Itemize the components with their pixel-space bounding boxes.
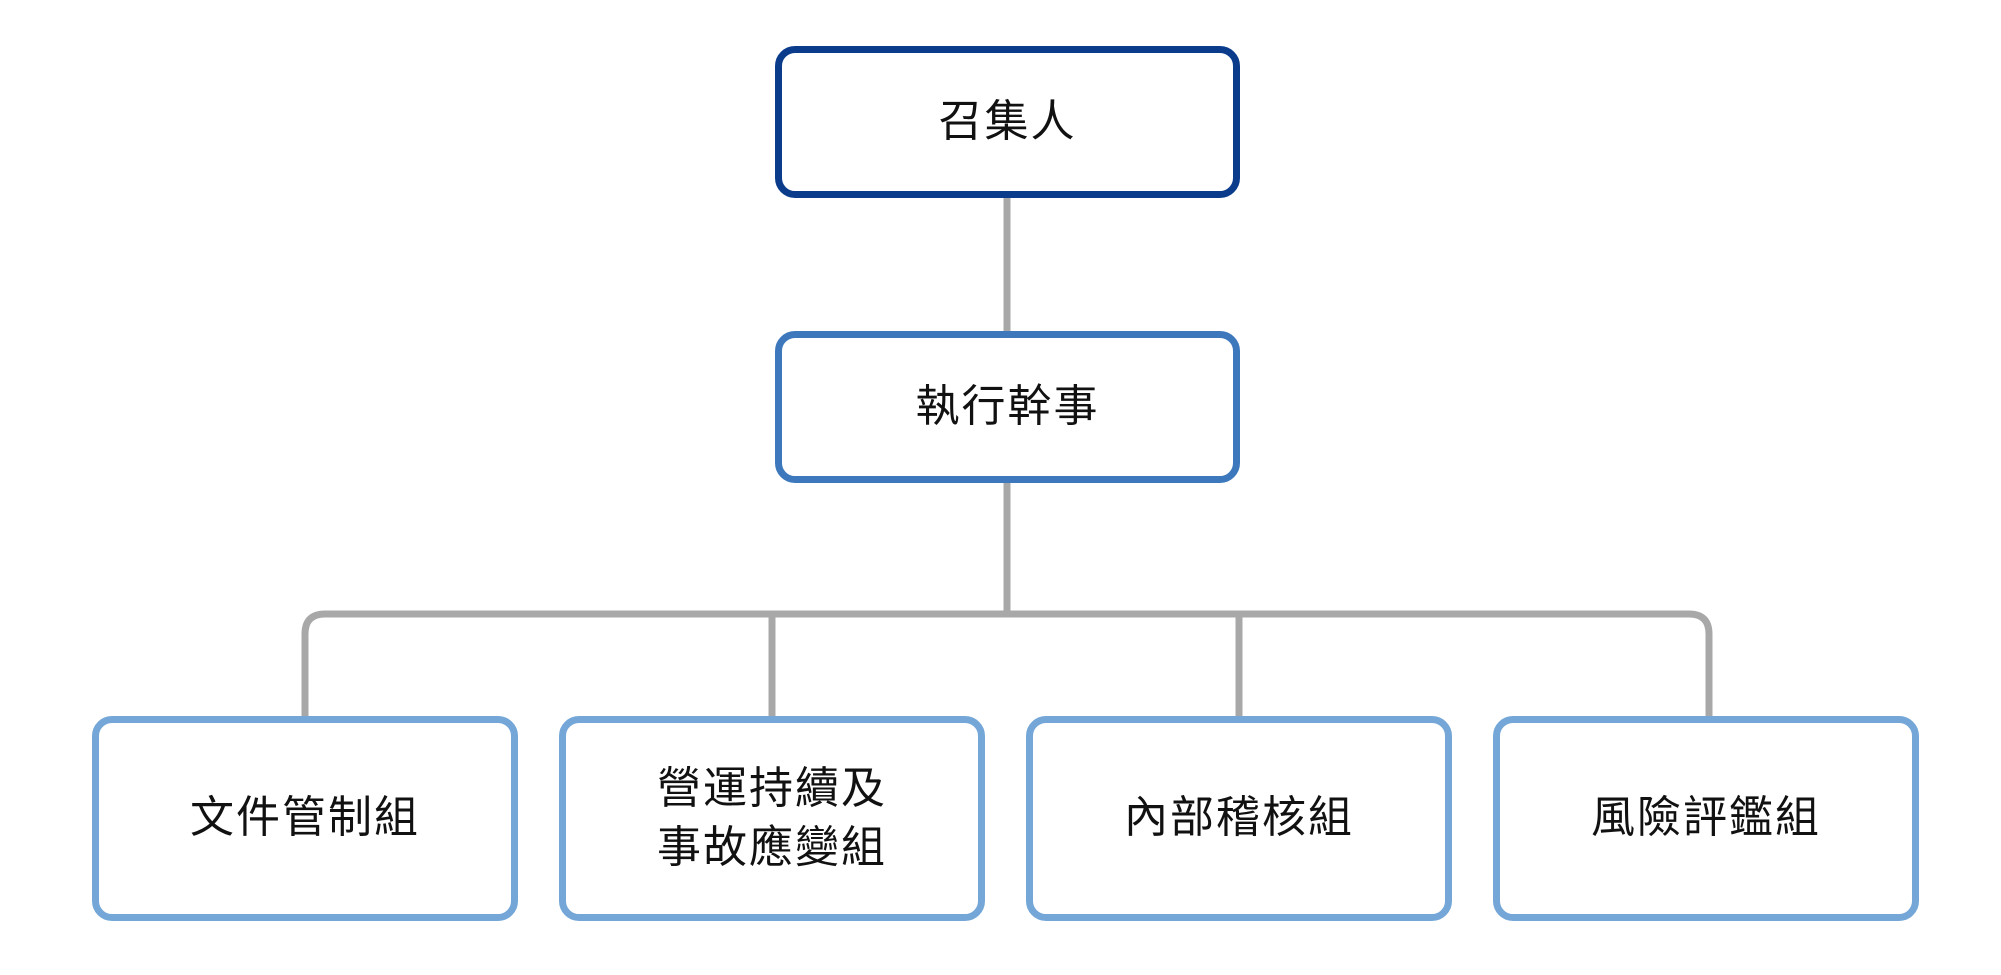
node-executive-secretary: 執行幹事	[775, 331, 1240, 483]
node-document-control-group: 文件管制組	[92, 716, 518, 921]
node-risk-assessment-group: 風險評鑑組	[1493, 716, 1919, 921]
node-convener: 召集人	[775, 46, 1240, 198]
node-executive-secretary-label: 執行幹事	[915, 380, 1100, 432]
node-document-control-group-label: 文件管制組	[190, 792, 420, 844]
node-business-continuity-group: 營運持續及 事故應變組	[559, 716, 985, 921]
node-convener-label: 召集人	[938, 95, 1077, 147]
node-business-continuity-group-label: 營運持續及 事故應變組	[657, 763, 887, 873]
node-internal-audit-group-label: 內部稽核組	[1124, 792, 1354, 844]
node-risk-assessment-group-label: 風險評鑑組	[1591, 792, 1821, 844]
node-internal-audit-group: 內部稽核組	[1026, 716, 1452, 921]
connector-bus	[301, 610, 1713, 716]
